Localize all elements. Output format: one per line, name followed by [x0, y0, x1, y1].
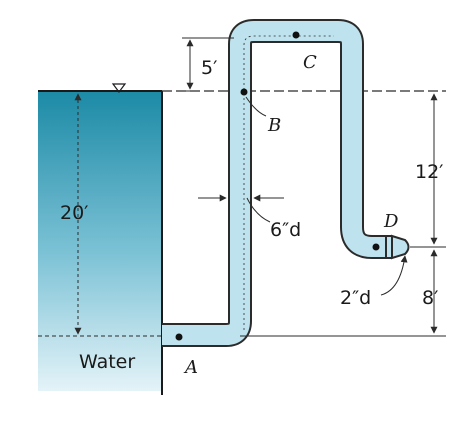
- label-12ft: 12′: [415, 161, 444, 183]
- leader-nozzle-diameter: [380, 255, 408, 296]
- leader-b: [245, 96, 267, 117]
- label-pipe-diameter: 6″d: [270, 219, 301, 241]
- label-5ft: 5′: [201, 57, 217, 79]
- free-surface-triangle-icon: [111, 83, 127, 93]
- label-20ft: 20′: [60, 202, 89, 224]
- dimension-8ft: [240, 249, 446, 337]
- point-d-marker: [372, 243, 380, 251]
- point-c-marker: [292, 31, 300, 39]
- label-water: Water: [79, 351, 135, 373]
- label-8ft: 8′: [422, 287, 438, 309]
- dimension-pipe-diameter: [198, 194, 284, 223]
- siphon-pipe: [162, 19, 392, 347]
- point-a-marker: [175, 333, 183, 341]
- label-c: C: [303, 52, 317, 73]
- reservoir-water: [38, 91, 162, 391]
- dimension-20ft: [38, 93, 162, 337]
- dimension-12ft: [410, 93, 446, 248]
- label-a: A: [183, 357, 198, 378]
- label-d: D: [383, 211, 399, 232]
- dimension-5ft: [182, 37, 234, 92]
- nozzle: [385, 234, 410, 260]
- label-b: B: [267, 115, 281, 136]
- point-b-marker: [240, 88, 248, 96]
- label-nozzle-diameter: 2″d: [340, 287, 371, 309]
